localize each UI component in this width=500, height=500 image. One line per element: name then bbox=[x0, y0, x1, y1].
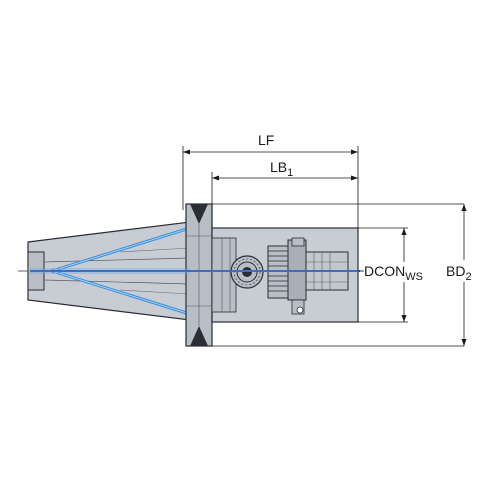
label-lb1-sub: 1 bbox=[287, 167, 293, 179]
flange bbox=[185, 203, 213, 347]
label-dcon-main: DCON bbox=[364, 263, 405, 279]
label-bd2-main: BD bbox=[446, 263, 465, 279]
label-dcon: DCONWS bbox=[364, 263, 423, 283]
label-bd2: BD2 bbox=[446, 263, 472, 283]
label-lf: LF bbox=[258, 132, 274, 148]
label-lb1: LB1 bbox=[270, 159, 293, 179]
centerline bbox=[18, 268, 362, 274]
holder-body bbox=[211, 227, 359, 323]
label-dcon-sub: WS bbox=[405, 271, 423, 283]
dimension-lb1 bbox=[211, 172, 358, 228]
v-groove-top bbox=[190, 204, 208, 224]
dimension-lf bbox=[182, 146, 359, 228]
v-groove-bottom bbox=[190, 326, 208, 346]
label-bd2-sub: 2 bbox=[465, 271, 471, 283]
label-lb1-main: LB bbox=[270, 159, 287, 175]
